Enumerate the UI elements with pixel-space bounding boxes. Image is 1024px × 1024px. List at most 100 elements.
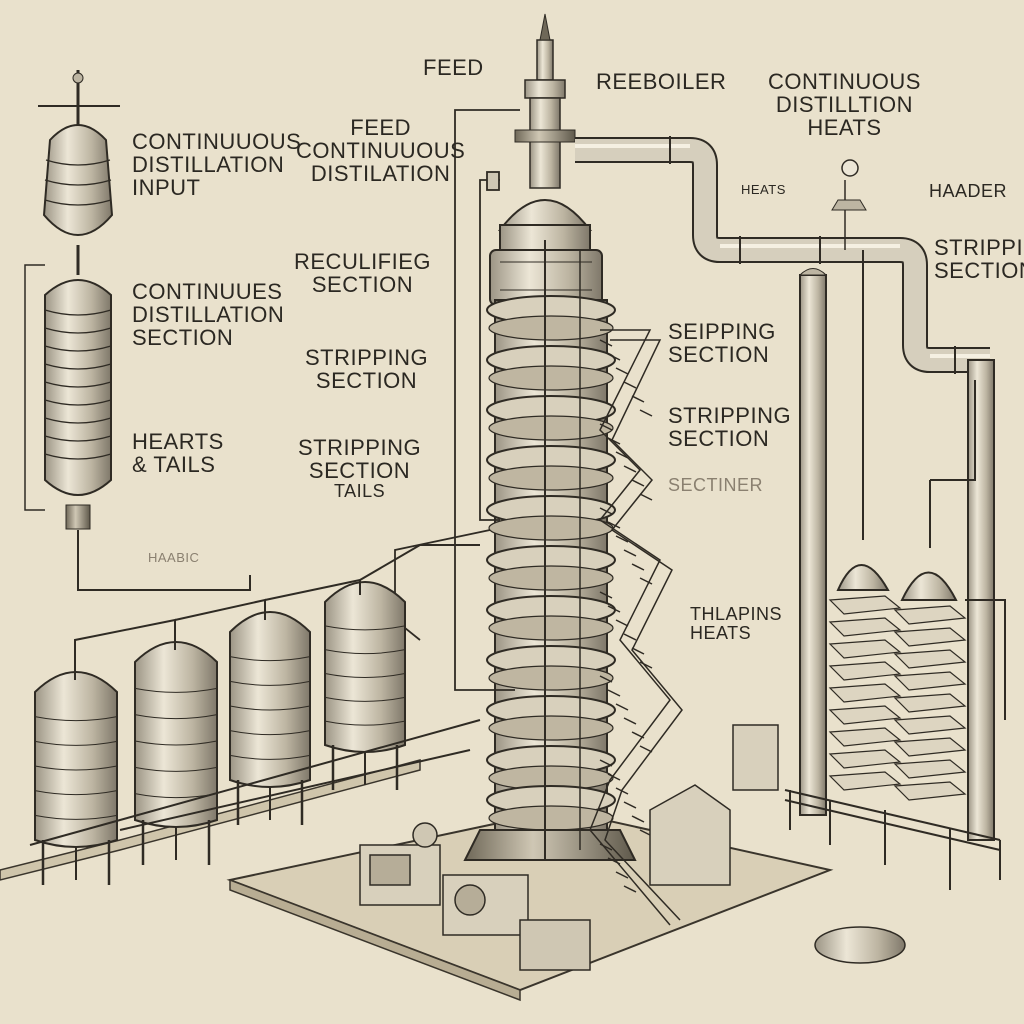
column-tray-rim (488, 565, 614, 591)
stair-rung (615, 787, 629, 795)
label-line: STRIPPING (934, 235, 1024, 260)
stair-rung (615, 871, 629, 879)
right-stripping-columns (784, 159, 1006, 890)
stair-rung (599, 423, 613, 431)
stair-rung (639, 577, 653, 585)
column-tray-rim (488, 415, 614, 441)
column-ring (44, 381, 112, 388)
label-line: DISTILLATION (132, 302, 285, 328)
main-distillation-column (463, 13, 637, 861)
column-ring (44, 363, 112, 370)
column-tray-rim (488, 715, 614, 741)
tray-plate (828, 661, 902, 681)
label-line: CONTINUUES (132, 279, 283, 304)
label-continuous-distillation-input: CONTINUUOUS DISTILLATION INPUT (132, 130, 301, 199)
label-stripping-section-mid: STRIPPING SECTION (305, 346, 428, 392)
label-line: SECTION (308, 458, 411, 484)
stair-rung (607, 857, 621, 865)
column-tray-rim (488, 365, 614, 391)
feed-lines (394, 109, 520, 691)
stair-rung (607, 773, 621, 781)
tray-plate (893, 627, 967, 647)
label-line: STRIPPING (668, 403, 792, 428)
stair-rung (631, 563, 645, 571)
stair-rung (623, 633, 637, 641)
stair-rung (631, 395, 645, 403)
tray-plate (828, 595, 902, 615)
stair-rungs (599, 339, 653, 893)
column-ring (44, 453, 112, 460)
label-line: DISTILATION (310, 161, 451, 187)
stair-rung (599, 843, 613, 851)
stair-rung (639, 661, 653, 669)
label-line: DISTILLTION (775, 92, 913, 118)
label-rectifying-section: RECULIFIEG SECTION (294, 250, 431, 296)
storage-tanks (34, 581, 406, 885)
label-line: HEATS (690, 622, 752, 643)
storage-tank (134, 641, 218, 865)
label-line: CONTINUUOUS (296, 138, 466, 164)
ground-equipment (359, 724, 906, 971)
column-trays (486, 295, 616, 831)
stair-rung (607, 521, 621, 529)
tray-plate (893, 671, 967, 691)
stair-rung (599, 759, 613, 767)
label-line: SECTION (668, 342, 770, 368)
label-heats-small: HEATS (741, 182, 786, 197)
stair-rung (599, 675, 613, 683)
tray-plate (828, 705, 902, 725)
column-ring (44, 327, 112, 334)
column-tray-rim (488, 315, 614, 341)
label-line: FEED (350, 115, 411, 140)
storage-tank (34, 671, 118, 885)
column-tray-rim (488, 665, 614, 691)
stair-rung (623, 465, 637, 473)
column-tray-rim (488, 615, 614, 641)
label-thlapins-heats: THLAPINS HEATS (690, 605, 782, 643)
label-line: TAILS (333, 481, 386, 502)
spiral-staircase (589, 329, 683, 926)
label-line: SECTION (315, 368, 418, 394)
label-line: SEIPPING (668, 319, 776, 344)
tray-plate (893, 715, 967, 735)
storage-tank (229, 611, 311, 825)
storage-tank (324, 581, 406, 790)
column-ring (44, 435, 112, 442)
label-line: & TAILS (132, 452, 216, 478)
vapor-pipe (575, 136, 990, 374)
label-line: HEARTS (132, 429, 224, 454)
label-feed-continuous-distillation: FEED CONTINUUOUS DISTILATION (296, 116, 465, 185)
stair-rung (623, 717, 637, 725)
tray-plate (893, 693, 967, 713)
stair-rung (623, 549, 637, 557)
stair-rung (599, 339, 613, 347)
tray-plate (828, 727, 902, 747)
stair-rung (607, 689, 621, 697)
tray-plate (828, 639, 902, 659)
tray-stacks (828, 595, 967, 801)
stair-rung (623, 801, 637, 809)
label-haader: HAADER (929, 181, 1008, 201)
stair-rung (631, 647, 645, 655)
stair-rung (639, 745, 653, 753)
label-hearts-tails: HEARTS & TAILS (132, 430, 224, 476)
stair-rung (639, 409, 653, 417)
label-line: STRIPPING (298, 435, 422, 460)
label-feed-top: FEED (423, 55, 484, 80)
column-ring (44, 345, 112, 352)
stair-rung (615, 703, 629, 711)
left-distillation-column (24, 70, 251, 591)
label-line: INPUT (132, 175, 201, 201)
label-line: RECULIFIEG (294, 249, 432, 274)
label-continuous-distillation-section: CONTINUUES DISTILLATION SECTION (132, 280, 284, 349)
column-ring (44, 309, 112, 316)
stair-rung (623, 885, 637, 893)
label-line: STRIPPING (305, 345, 429, 370)
stair-rung (631, 731, 645, 739)
stair-rung (623, 381, 637, 389)
label-line: SECTION (668, 426, 770, 452)
label-reboiler: REEBOILER (596, 69, 727, 94)
stair-rung (599, 591, 613, 599)
stair-rung (615, 535, 629, 543)
